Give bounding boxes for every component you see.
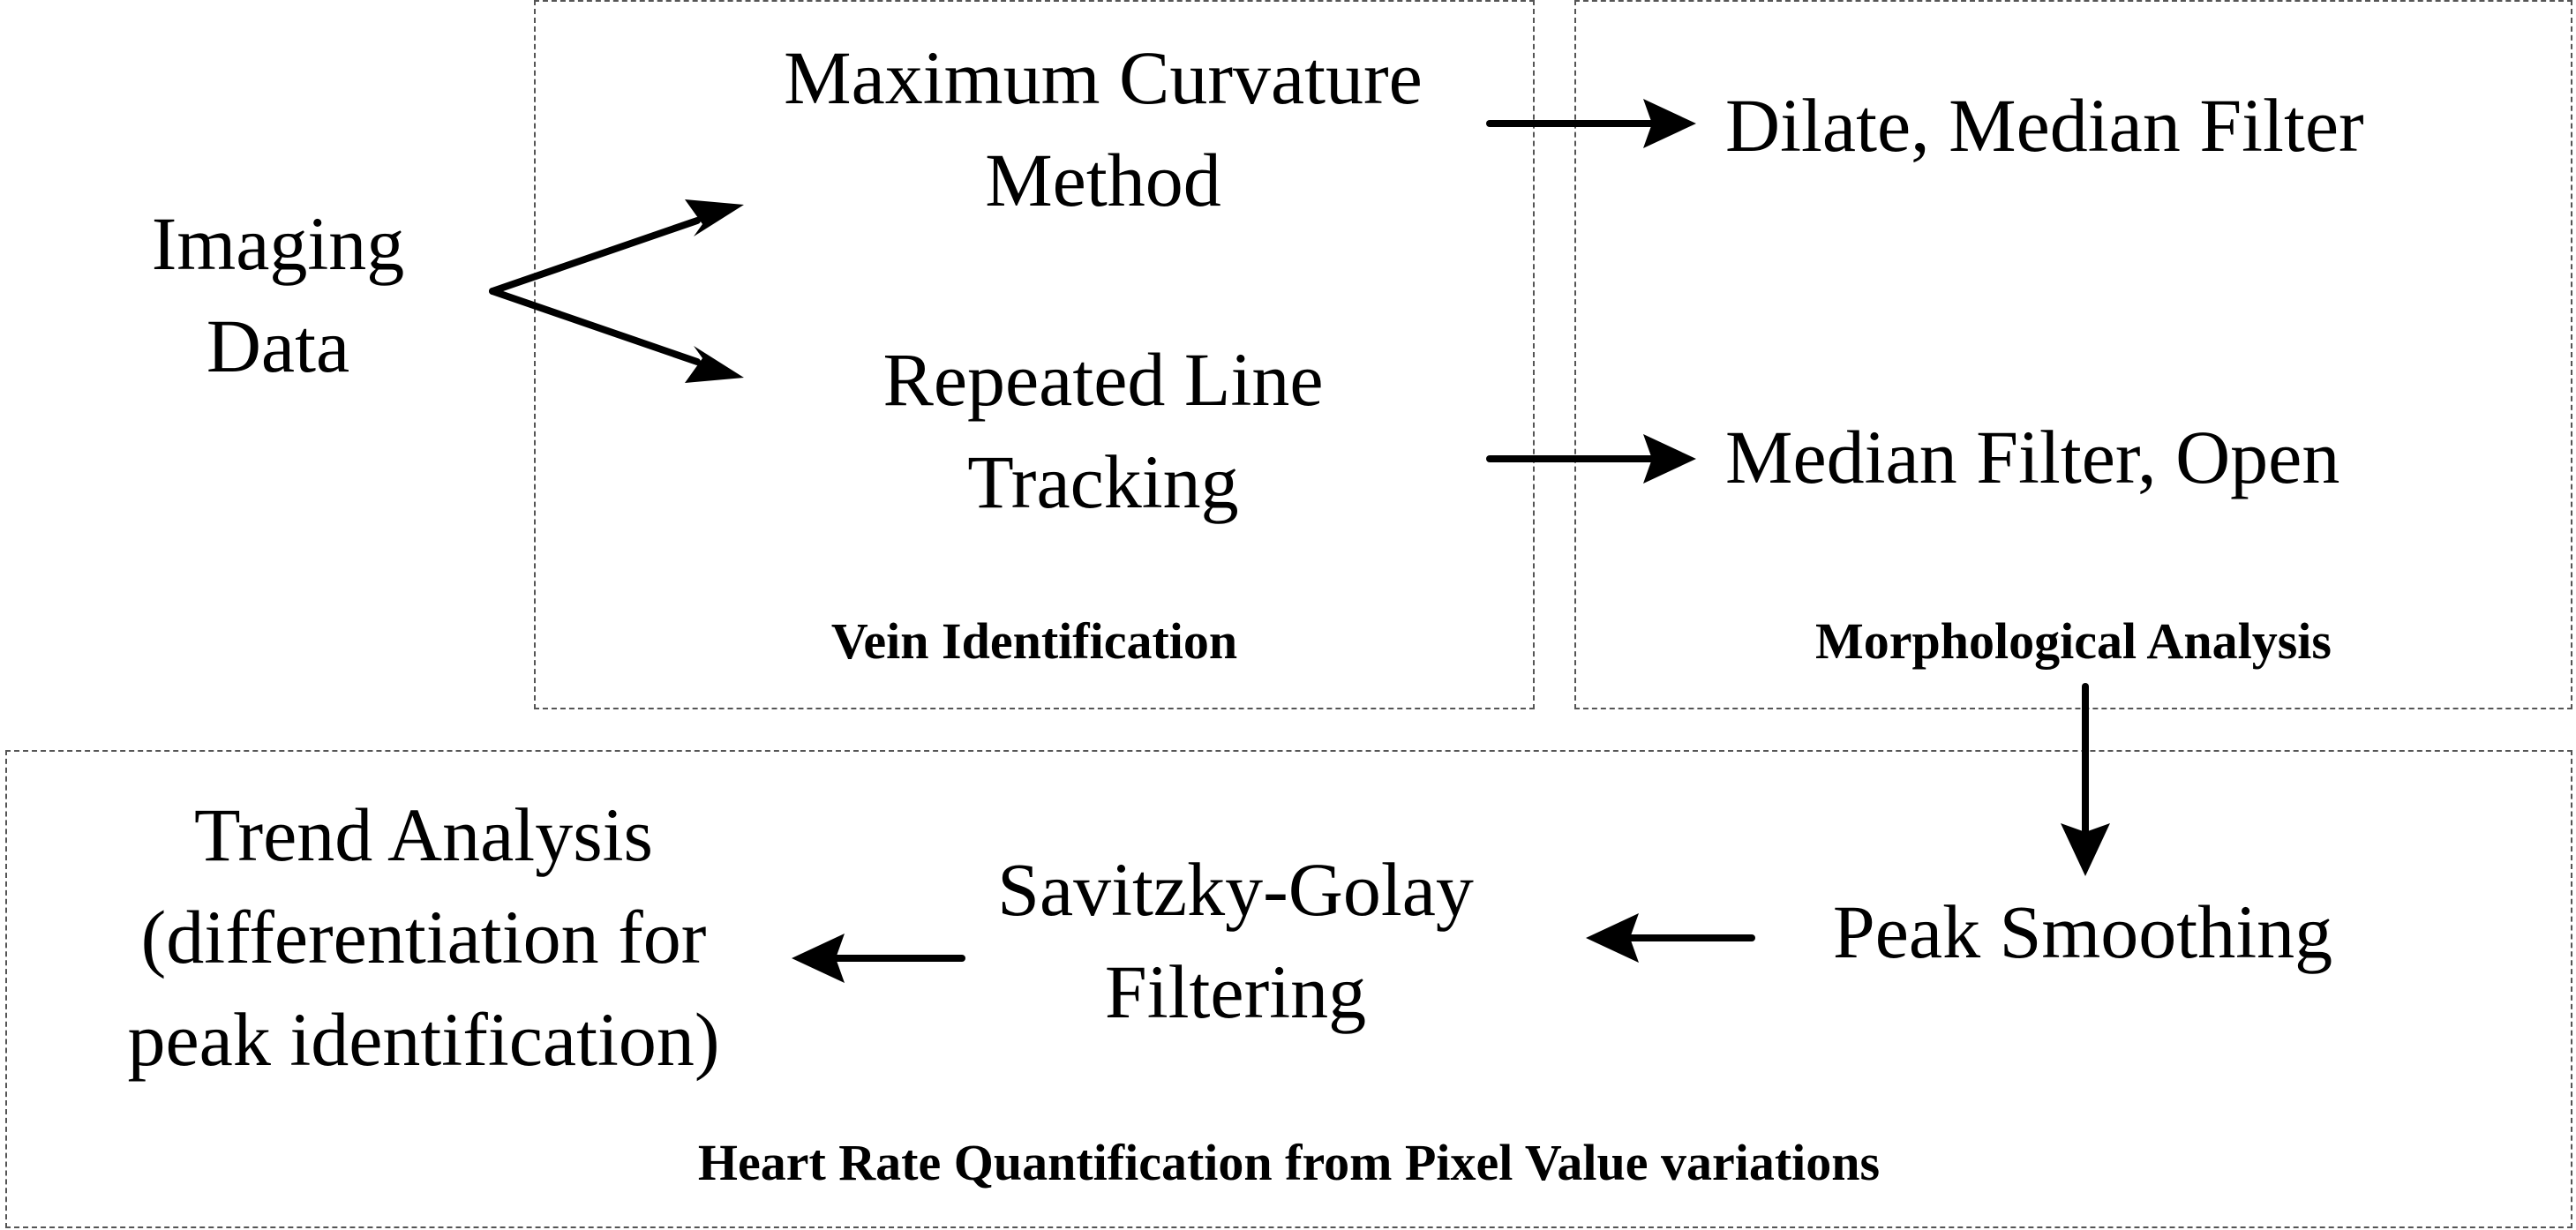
median-filter-open-node: Median Filter, Open [1725, 415, 2340, 499]
heart-rate-quantification-group [5, 750, 2572, 1228]
trend-analysis-node: Trend Analysis (differentiation for peak… [127, 792, 720, 1082]
vein-identification-caption: Vein Identification [830, 612, 1238, 670]
morphological-analysis-group [1574, 0, 2572, 709]
peak-smoothing-node: Peak Smoothing [1832, 889, 2333, 974]
imaging-data-node: Imaging Data [151, 201, 405, 388]
maximum-curvature-method-node: Maximum Curvature Method [784, 35, 1423, 222]
morphological-analysis-caption: Morphological Analysis [1815, 612, 2332, 670]
repeated-line-tracking-node: Repeated Line Tracking [882, 337, 1324, 524]
heart-rate-quantification-caption: Heart Rate Quantification from Pixel Val… [697, 1134, 1881, 1191]
savitzky-golay-filtering-node: Savitzky-Golay Filtering [997, 847, 1474, 1034]
dilate-median-filter-node: Dilate, Median Filter [1725, 83, 2364, 168]
